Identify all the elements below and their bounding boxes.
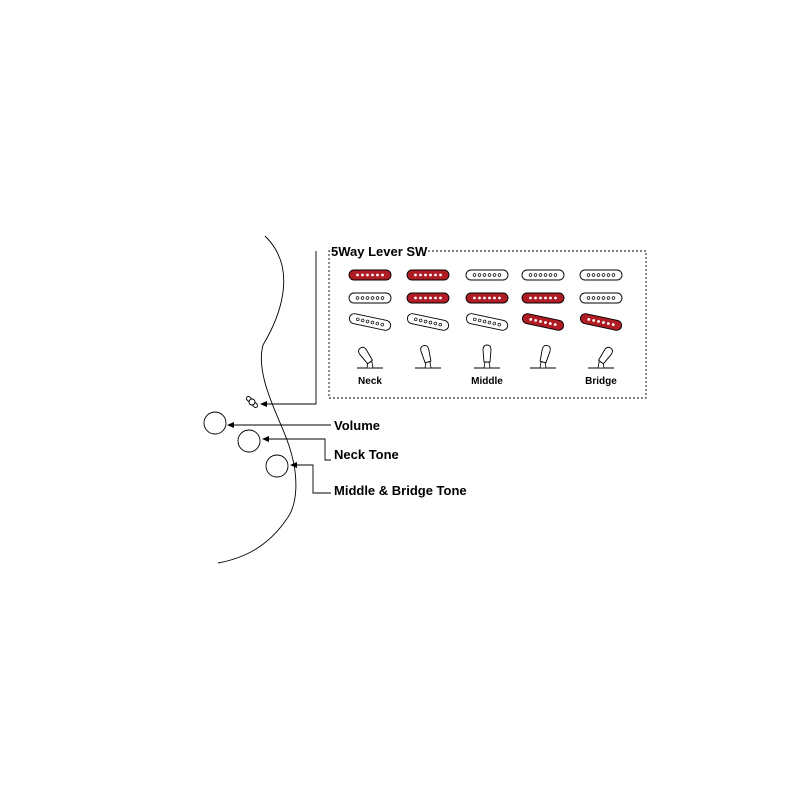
arrow-volume (227, 422, 234, 428)
position-label-bridge: Bridge (585, 376, 617, 387)
lever-icon-pos5 (588, 346, 614, 369)
pickup-middle-pos3 (465, 292, 509, 304)
pickup-bridge-pos3 (465, 313, 509, 331)
pickup-middle-pos5 (579, 292, 623, 304)
pickup-grid (348, 269, 623, 331)
pickup-neck-pos2 (406, 269, 450, 281)
pickup-bridge-pos5 (579, 313, 623, 331)
lever-row (357, 344, 614, 369)
volume-label: Volume (334, 418, 380, 433)
position-label-middle: Middle (471, 376, 503, 387)
arrow-middle-bridge-tone (290, 462, 297, 468)
pickup-middle-pos1 (348, 292, 392, 304)
volume-knob (203, 411, 227, 435)
pickup-middle-pos2 (406, 292, 450, 304)
pickup-neck-pos4 (521, 269, 565, 281)
arrow-neck-tone (262, 436, 269, 442)
pickup-middle-pos4 (521, 292, 565, 304)
pickup-neck-pos1 (348, 269, 392, 281)
lever-icon-pos1 (357, 346, 383, 369)
lever-icon-pos3 (474, 344, 500, 369)
pickup-neck-pos5 (579, 269, 623, 281)
leader-switch (262, 251, 317, 405)
pickup-bridge-pos1 (348, 313, 392, 331)
leader-middle-bridge-tone (294, 464, 331, 494)
lever-switch-icon (246, 396, 258, 408)
middle-bridge-tone-knob (265, 454, 289, 478)
pickup-bridge-pos4 (521, 313, 565, 331)
pickup-neck-pos3 (465, 269, 509, 281)
leader-neck-tone (266, 438, 331, 461)
arrow-switch (260, 401, 267, 407)
position-label-neck: Neck (358, 376, 382, 387)
guitar-body-outline (217, 235, 297, 564)
neck-tone-knob (237, 429, 261, 453)
leader-lines (231, 251, 331, 494)
middle-bridge-tone-label: Middle & Bridge Tone (334, 483, 467, 498)
neck-tone-label: Neck Tone (334, 447, 399, 462)
switch-panel-border (328, 250, 647, 399)
arrowheads (227, 401, 297, 468)
pickup-bridge-pos2 (406, 313, 450, 331)
lever-icon-pos2 (415, 344, 441, 369)
lever-icon-pos4 (530, 344, 556, 369)
switch-title: 5Way Lever SW (331, 244, 428, 259)
